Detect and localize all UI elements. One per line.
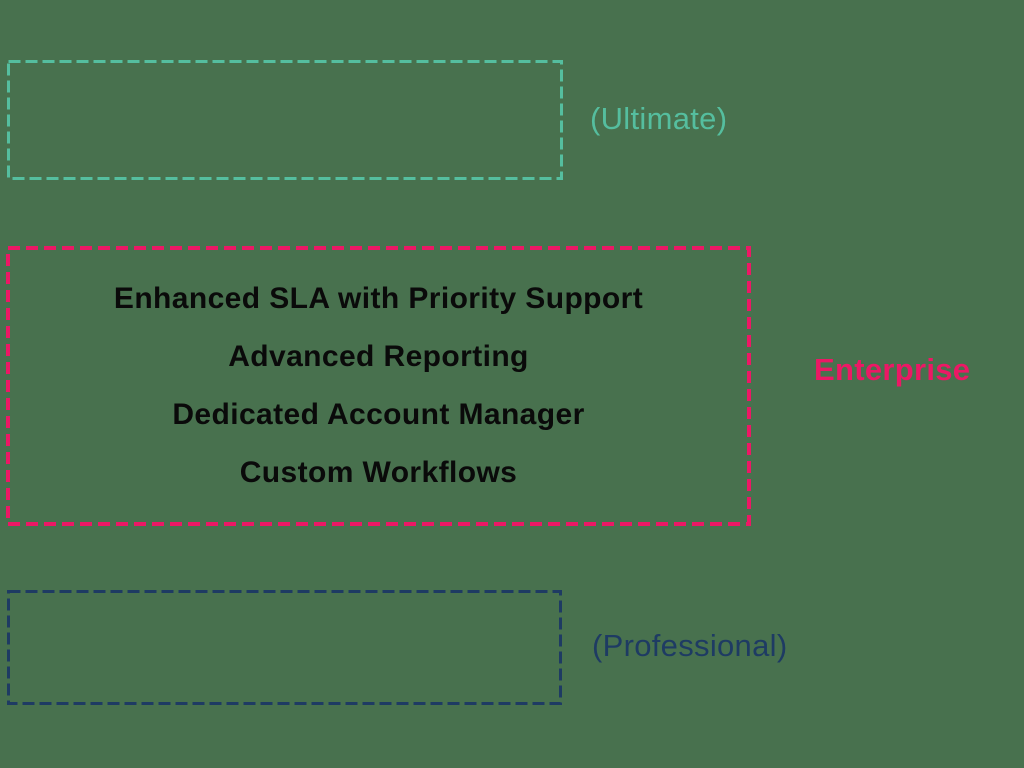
enterprise-label: Enterprise [814,352,971,387]
enterprise-feature-list: Enhanced SLA with Priority Support Advan… [6,246,751,526]
ultimate-label: (Ultimate) [590,101,728,136]
professional-label: (Professional) [592,628,788,663]
professional-box-border [7,590,562,705]
feature-dedicated-account-manager: Dedicated Account Manager [172,398,585,431]
feature-custom-workflows: Custom Workflows [239,456,518,489]
ultimate-box-border [7,60,563,180]
feature-advanced-reporting: Advanced Reporting [228,340,529,373]
feature-enhanced-sla: Enhanced SLA with Priority Support [113,282,644,315]
enterprise-box-border [6,246,751,526]
